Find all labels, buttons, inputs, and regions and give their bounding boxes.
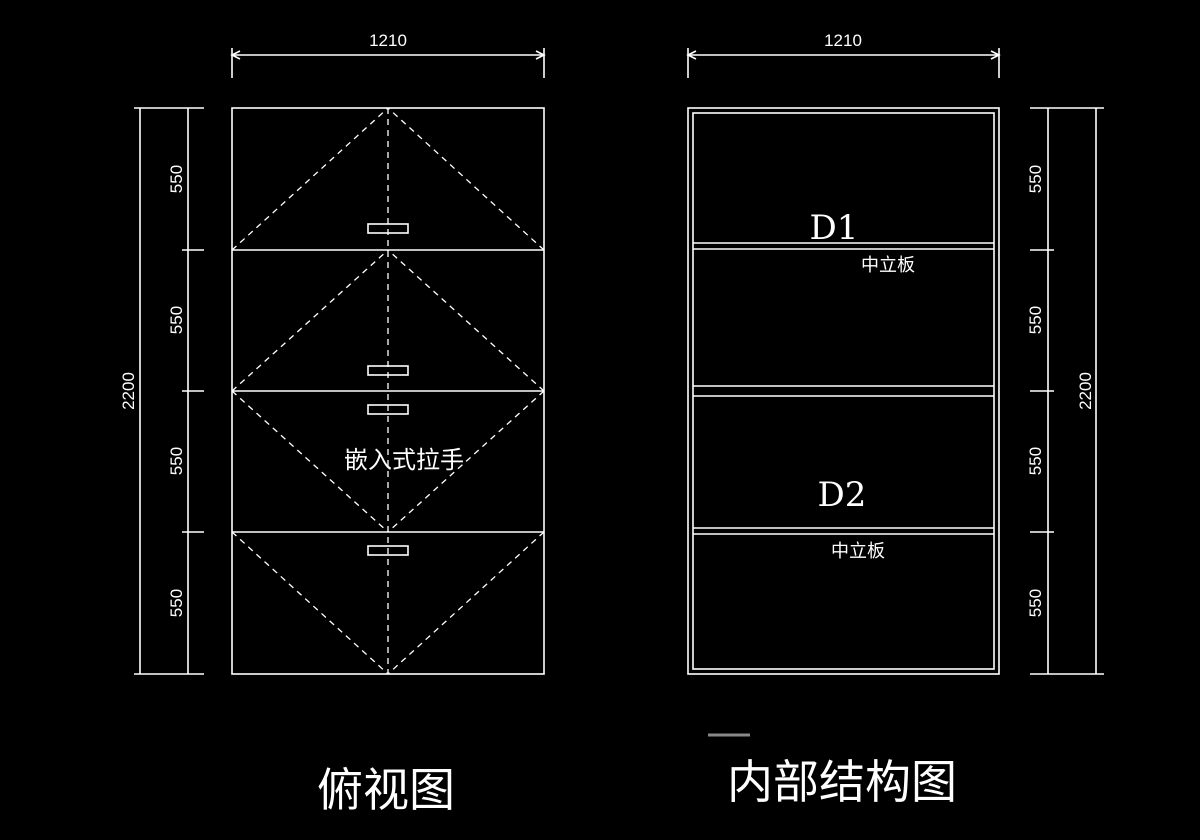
right-total-height-label: 2200 xyxy=(1076,372,1095,410)
right-width-label: 1210 xyxy=(824,31,862,50)
center-panel-label-2: 中立板 xyxy=(831,541,885,562)
center-panel-label-1: 中立板 xyxy=(861,255,915,276)
handle-3 xyxy=(367,404,409,415)
left-width-label: 1210 xyxy=(369,31,407,50)
handle-1 xyxy=(367,223,409,234)
right-width-dimension: 1210 xyxy=(686,31,1001,78)
d1-label: D1 xyxy=(810,208,859,248)
left-width-dimension: 1210 xyxy=(230,31,546,78)
left-segment-label-4: 550 xyxy=(167,589,186,617)
interior-view: 1210 D1 中立板 D2 中立板 550 550 550 550 2 xyxy=(686,31,1104,809)
right-segment-label-1: 550 xyxy=(1026,165,1045,193)
right-cabinet-inner xyxy=(692,112,995,670)
top-view-title: 俯视图 xyxy=(317,763,455,817)
right-segment-label-2: 550 xyxy=(1026,306,1045,334)
handle-2 xyxy=(367,365,409,376)
right-height-dimensions: 550 550 550 550 2200 xyxy=(1026,107,1104,675)
right-cabinet-outer xyxy=(687,107,1000,675)
right-segment-label-4: 550 xyxy=(1026,589,1045,617)
left-height-dimensions: 2200 550 550 550 550 xyxy=(119,107,204,675)
handle-annotation: 嵌入式拉手 xyxy=(344,446,464,474)
left-segment-label-3: 550 xyxy=(167,447,186,475)
left-total-height-label: 2200 xyxy=(119,372,138,410)
right-segment-label-3: 550 xyxy=(1026,447,1045,475)
d2-label: D2 xyxy=(818,475,867,515)
top-view: 1210 嵌入式拉手 xyxy=(119,31,546,817)
left-segment-label-1: 550 xyxy=(167,165,186,193)
handle-4 xyxy=(367,545,409,556)
interior-view-title: 内部结构图 xyxy=(727,755,957,809)
opening-lines xyxy=(231,107,545,675)
left-segment-label-2: 550 xyxy=(167,306,186,334)
